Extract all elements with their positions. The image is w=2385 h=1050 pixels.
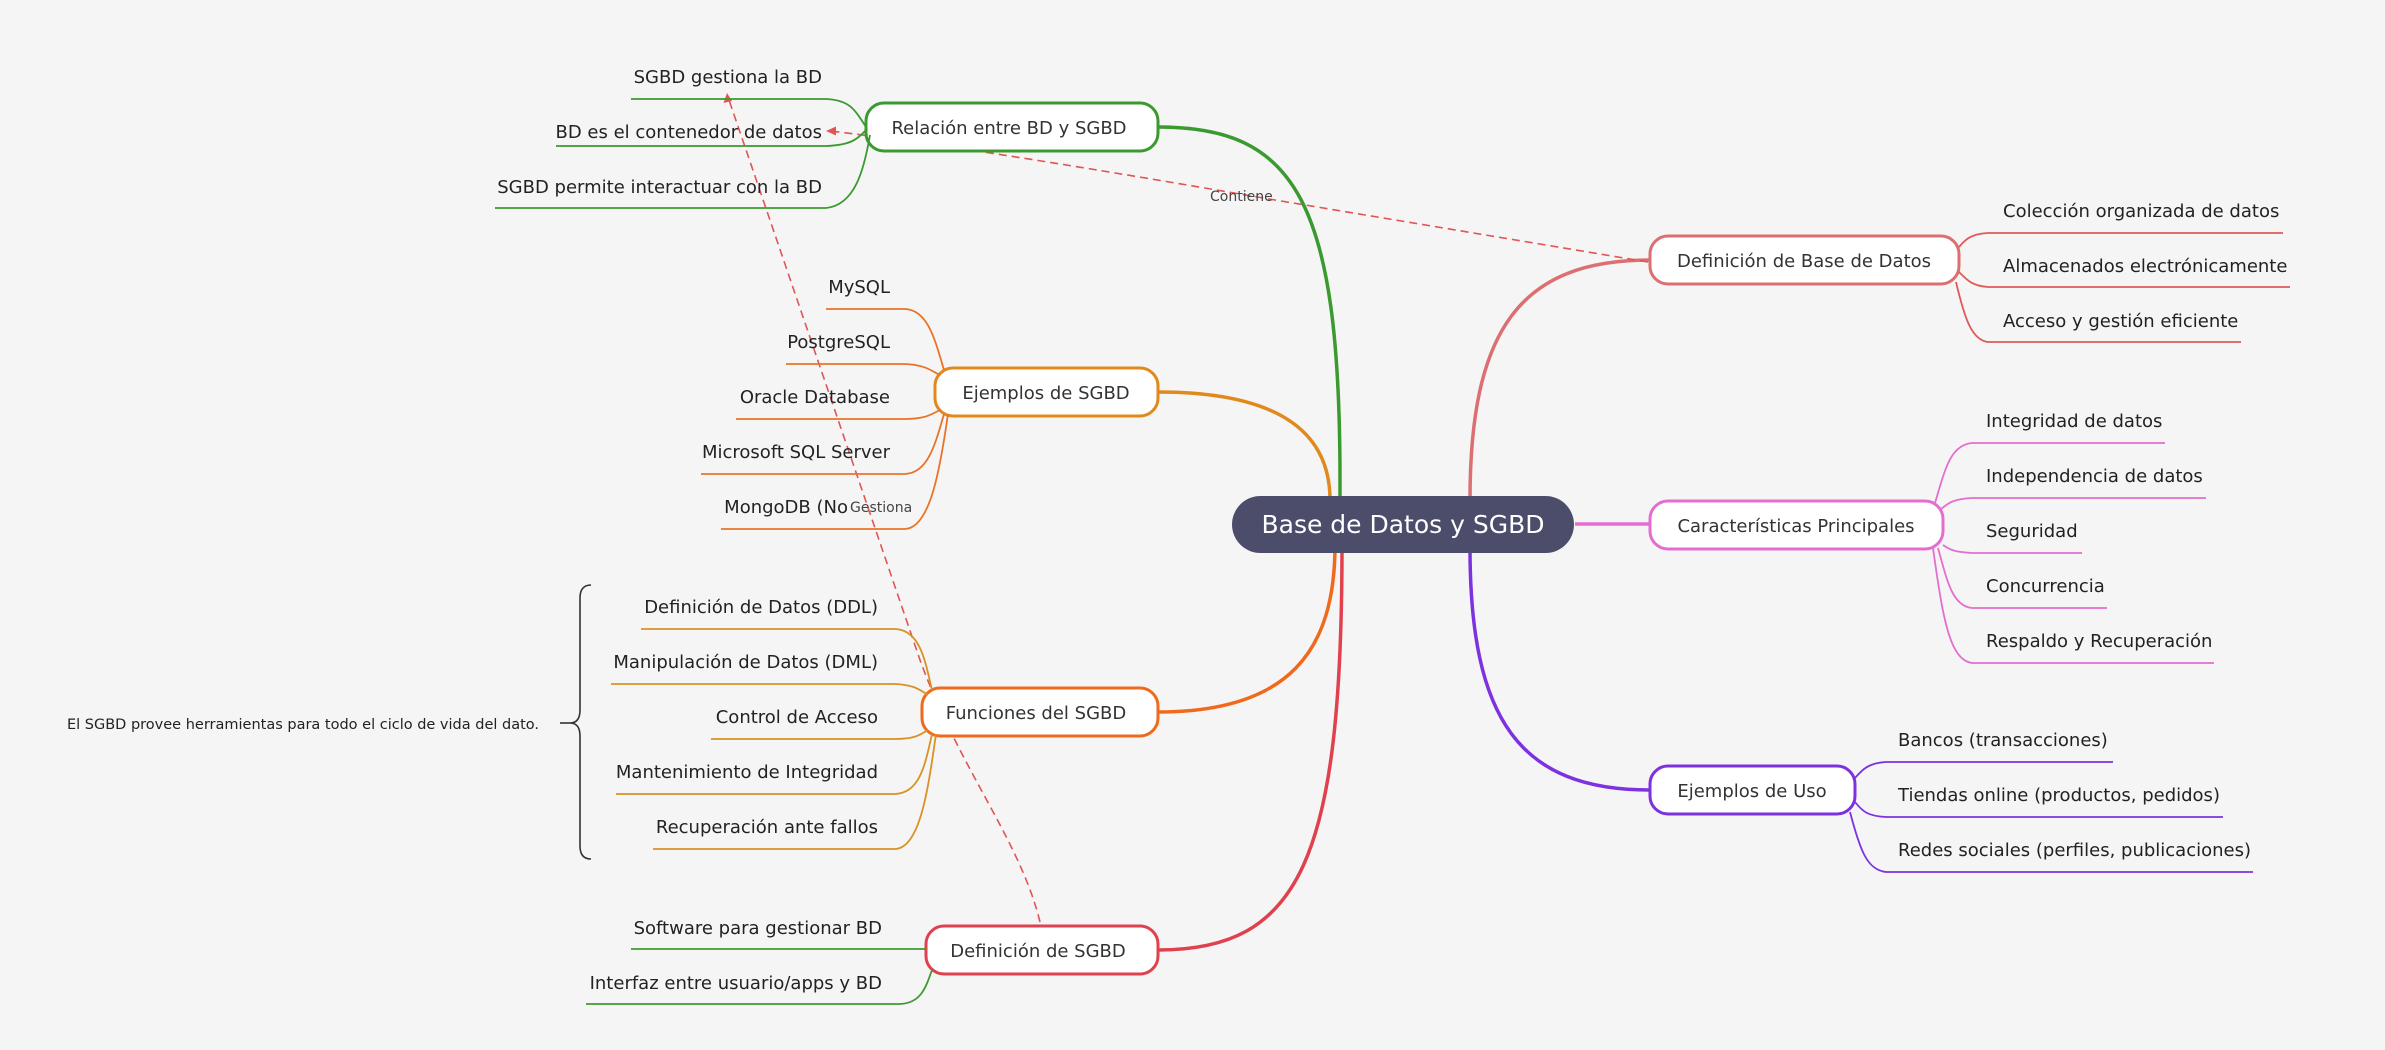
branch-ejemplos-sgbd[interactable]: Ejemplos de SGBD MySQL PostgreSQL Oracle… bbox=[701, 277, 1160, 530]
branch-ejemplos-uso-label: Ejemplos de Uso bbox=[1677, 781, 1826, 802]
leaf-line bbox=[1939, 497, 2206, 511]
branch-definicion-bd-label: Definición de Base de Datos bbox=[1677, 251, 1931, 272]
leaf-ddl: Definición de Datos (DDL) bbox=[644, 597, 878, 618]
branch-relacion[interactable]: Relación entre BD y SGBD SGBD gestiona l… bbox=[495, 67, 1160, 209]
leaf-redes: Redes sociales (perfiles, publicaciones) bbox=[1898, 840, 2251, 861]
leaf-bd-contenedor: BD es el contenedor de datos bbox=[555, 122, 822, 143]
leaf-postgresql: PostgreSQL bbox=[787, 332, 890, 353]
leaf-line bbox=[1932, 547, 2214, 664]
leaf-line bbox=[611, 683, 929, 696]
leaf-line bbox=[1958, 271, 2290, 288]
leaf-control-acceso: Control de Acceso bbox=[716, 707, 878, 728]
summary-bracket bbox=[569, 584, 592, 860]
leaf-almacenados: Almacenados electrónicamente bbox=[2003, 256, 2287, 277]
branch-definicion-bd-leaf-lines bbox=[1955, 232, 2290, 343]
connector-definicion-bd bbox=[1468, 258, 1651, 501]
leaf-dml: Manipulación de Datos (DML) bbox=[613, 652, 878, 673]
leaf-integridad: Mantenimiento de Integridad bbox=[616, 762, 878, 783]
leaf-line bbox=[586, 969, 933, 1005]
branch-ejemplos-sgbd-leaf-lines bbox=[701, 308, 949, 530]
root-node[interactable]: Base de Datos y SGBD bbox=[1232, 496, 1574, 553]
relation-gestiona-arrowhead bbox=[723, 93, 732, 103]
leaf-line bbox=[826, 308, 945, 371]
connector-definicion-sgbd bbox=[1157, 544, 1344, 952]
branch-definicion-sgbd-box[interactable] bbox=[924, 924, 1160, 976]
leaf-line bbox=[701, 413, 945, 475]
leaf-recuperacion-fallos: Recuperación ante fallos bbox=[656, 817, 878, 838]
leaf-sgbd-interactuar: SGBD permite interactuar con la BD bbox=[497, 177, 822, 198]
relation-gestiona-label: Gestiona bbox=[850, 500, 912, 516]
leaf-line bbox=[711, 729, 929, 740]
root-connectors bbox=[1157, 125, 1651, 952]
branch-definicion-sgbd-label: Definición de SGBD bbox=[950, 941, 1126, 962]
connector-ejemplos-sgbd bbox=[1157, 390, 1332, 501]
leaf-coleccion: Colección organizada de datos bbox=[2003, 201, 2279, 222]
leaf-sqlserver: Microsoft SQL Server bbox=[702, 442, 891, 463]
leaf-line bbox=[721, 413, 949, 530]
branch-ejemplos-uso-leaf-lines bbox=[1849, 761, 2253, 873]
leaf-integridad-datos: Integridad de datos bbox=[1986, 411, 2162, 432]
leaf-line bbox=[653, 733, 937, 850]
branch-definicion-sgbd-leaf-lines bbox=[586, 948, 933, 1005]
leaf-line bbox=[1849, 811, 2253, 873]
branch-definicion-sgbd[interactable]: Definición de SGBD Software para gestion… bbox=[586, 918, 1160, 1005]
branch-relacion-leaf-lines bbox=[495, 98, 871, 209]
branch-funciones-box[interactable] bbox=[920, 686, 1160, 738]
branch-caracteristicas-box[interactable] bbox=[1648, 499, 1945, 551]
branch-ejemplos-sgbd-label: Ejemplos de SGBD bbox=[962, 383, 1129, 404]
leaf-interfaz: Interfaz entre usuario/apps y BD bbox=[590, 973, 882, 994]
connector-funciones bbox=[1157, 544, 1337, 714]
leaf-acceso-gestion: Acceso y gestión eficiente bbox=[2003, 311, 2238, 332]
leaf-sgbd-gestiona: SGBD gestiona la BD bbox=[634, 67, 822, 88]
leaf-line bbox=[641, 628, 933, 691]
leaf-bancos: Bancos (transacciones) bbox=[1898, 730, 2108, 751]
leaf-line bbox=[786, 363, 941, 376]
leaf-oracle: Oracle Database bbox=[740, 387, 890, 408]
root-node-box[interactable] bbox=[1232, 496, 1574, 553]
connector-relacion bbox=[1157, 125, 1342, 500]
summary-note: El SGBD provee herramientas para todo el… bbox=[67, 717, 539, 733]
leaf-concurrencia: Concurrencia bbox=[1986, 576, 2105, 597]
leaf-line bbox=[1958, 232, 2283, 248]
leaf-respaldo: Respaldo y Recuperación bbox=[1986, 631, 2212, 652]
branch-ejemplos-uso-box[interactable] bbox=[1648, 764, 1857, 816]
leaf-line bbox=[1934, 442, 2165, 504]
leaf-software-gestionar: Software para gestionar BD bbox=[634, 918, 882, 939]
leaf-line bbox=[1937, 547, 2107, 609]
leaf-mysql: MySQL bbox=[828, 277, 890, 298]
leaf-line bbox=[556, 129, 867, 147]
branch-definicion-bd[interactable]: Definición de Base de Datos Colección or… bbox=[1648, 201, 2290, 343]
relation-contiene-arrowhead bbox=[826, 126, 836, 136]
leaf-tiendas: Tiendas online (productos, pedidos) bbox=[1897, 785, 2220, 806]
leaf-line bbox=[1955, 281, 2241, 343]
leaf-independencia: Independencia de datos bbox=[1986, 466, 2203, 487]
leaf-line bbox=[736, 409, 941, 420]
branch-ejemplos-sgbd-box[interactable] bbox=[933, 366, 1160, 418]
branch-ejemplos-uso[interactable]: Ejemplos de Uso Bancos (transacciones) T… bbox=[1648, 730, 2253, 873]
branch-caracteristicas[interactable]: Características Principales Integridad d… bbox=[1648, 411, 2214, 664]
leaf-line bbox=[631, 98, 867, 128]
leaf-line bbox=[495, 134, 871, 209]
leaf-seguridad: Seguridad bbox=[1986, 521, 2078, 542]
leaf-mongodb: MongoDB (No bbox=[724, 497, 848, 518]
leaf-line bbox=[1854, 761, 2113, 779]
relation-arrows bbox=[723, 93, 836, 136]
branch-funciones-label: Funciones del SGBD bbox=[946, 703, 1126, 724]
leaf-line bbox=[616, 733, 933, 795]
root-node-label: Base de Datos y SGBD bbox=[1261, 510, 1544, 539]
branch-caracteristicas-label: Características Principales bbox=[1677, 516, 1914, 537]
relation-contiene-label: Contiene bbox=[1210, 189, 1273, 205]
branch-relacion-label: Relación entre BD y SGBD bbox=[891, 118, 1126, 139]
branch-caracteristicas-leaf-lines bbox=[1932, 442, 2214, 664]
connector-ejemplos-uso bbox=[1468, 547, 1651, 792]
branch-funciones-leaf-lines bbox=[611, 628, 937, 850]
leaf-line bbox=[1854, 801, 2223, 818]
branch-definicion-bd-box[interactable] bbox=[1648, 234, 1961, 286]
branch-funciones[interactable]: Funciones del SGBD Definición de Datos (… bbox=[611, 597, 1160, 850]
leaf-line bbox=[1942, 544, 2082, 554]
